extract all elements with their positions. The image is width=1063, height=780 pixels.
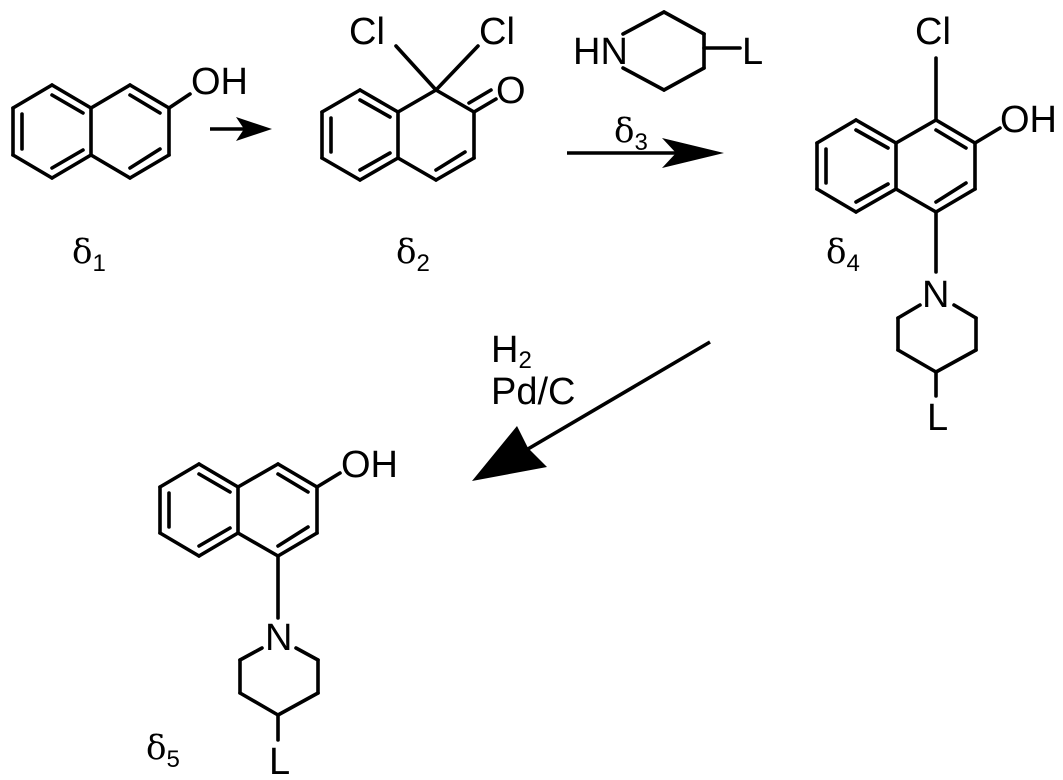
naphthalene-ring <box>13 85 190 178</box>
compound-delta5: OH N L δ5 <box>146 444 398 780</box>
reagent-delta3: HN L <box>573 12 763 90</box>
compound-label-delta1: δ1 <box>72 232 106 277</box>
hydroxyl-label: OH <box>191 61 248 103</box>
substituent-l-label: L <box>742 31 763 73</box>
compound-delta2: Cl Cl O δ2 <box>322 11 526 277</box>
chlorine-label-right: Cl <box>479 11 515 53</box>
bicyclic-ring <box>322 46 496 180</box>
carbonyl-oxygen-label: O <box>496 70 526 112</box>
chlorine-label-left: Cl <box>349 11 385 53</box>
piperidine-ring <box>898 305 976 396</box>
substituent-l-label: L <box>927 397 948 439</box>
chlorine-label: Cl <box>915 11 951 53</box>
piperidine-ring <box>623 12 740 90</box>
substituent-l-label: L <box>269 741 290 780</box>
piperidine-ring <box>240 648 318 740</box>
compound-delta1: OH δ1 <box>13 61 248 277</box>
reaction-arrow-1 <box>210 117 272 141</box>
catalyst-label: Pd/C <box>491 371 575 413</box>
amine-nh-label: HN <box>573 31 628 73</box>
naphthol-core <box>160 464 340 618</box>
hydroxyl-label: OH <box>341 444 398 486</box>
compound-delta4: Cl OH N L δ4 <box>817 11 1057 439</box>
nitrogen-label: N <box>265 617 292 659</box>
reagent-condition-delta3: δ3 <box>614 111 648 156</box>
compound-label-delta5: δ5 <box>146 728 180 773</box>
hydrogen-reagent-label: H2 <box>491 329 532 374</box>
compound-label-delta2: δ2 <box>396 232 430 277</box>
compound-label-delta4: δ4 <box>826 232 860 277</box>
hydroxyl-label: OH <box>1000 99 1057 141</box>
nitrogen-label: N <box>922 274 949 316</box>
